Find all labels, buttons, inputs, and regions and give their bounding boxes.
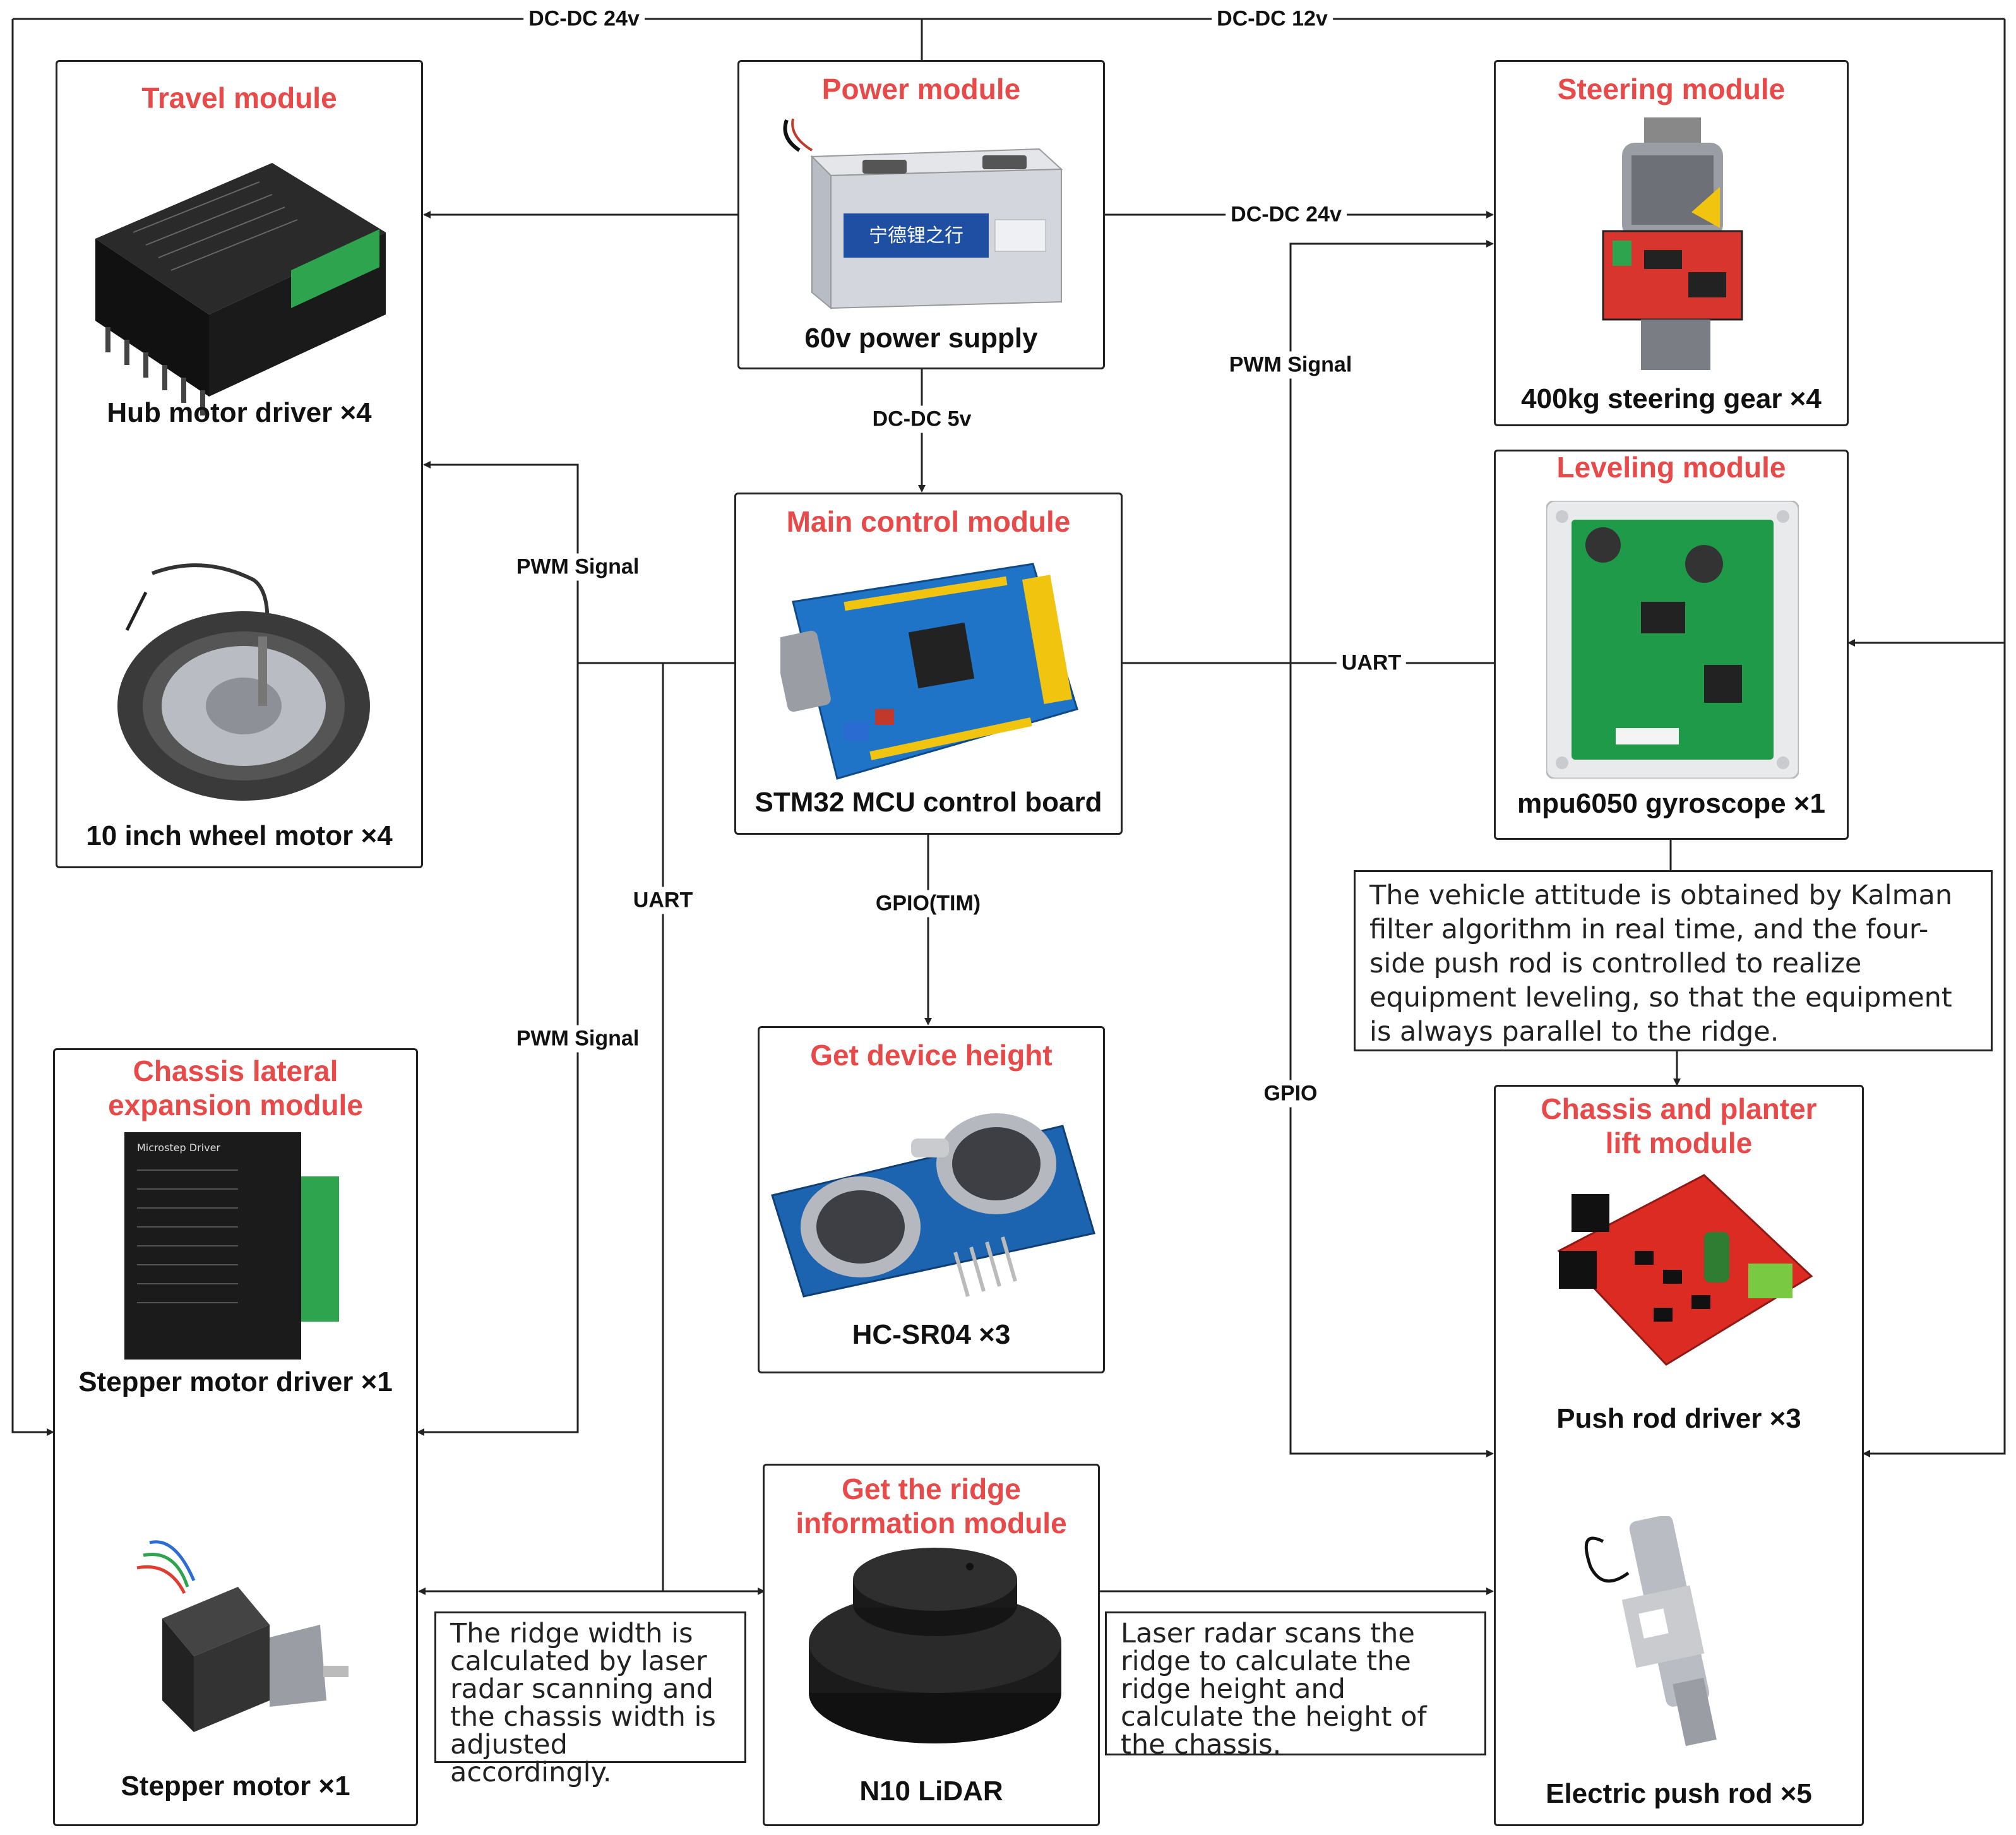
hc-sr04-illustration <box>771 1113 1095 1298</box>
power-module: Power module 宁德锂之行 60v power supply <box>737 60 1105 369</box>
label-pwm-travel: PWM Signal <box>511 553 645 581</box>
steering-module: Steering module 400kg steering gear ×4 <box>1494 60 1849 426</box>
push-rod-driver-caption: Push rod driver ×3 <box>1556 1403 1801 1434</box>
module-caption: N10 LiDAR <box>859 1776 1003 1807</box>
gyroscope-illustration <box>1546 501 1799 779</box>
module-title: Get device height <box>810 1039 1053 1072</box>
travel-module: Travel module Hub motor driver ×4 10 inc… <box>56 60 423 868</box>
label-dcdc5: DC-DC 5v <box>867 405 977 433</box>
module-title: Main control module <box>786 505 1071 538</box>
wire-pwm-stepper <box>417 663 579 1436</box>
module-title: Power module <box>821 73 1021 105</box>
module-caption: STM32 MCU control board <box>755 787 1102 818</box>
stepper-driver-caption: Stepper motor driver ×1 <box>78 1366 393 1397</box>
stepper-motor-illustration <box>136 1540 349 1732</box>
module-caption: 400kg steering gear ×4 <box>1521 383 1822 414</box>
wire-pwm-travel <box>423 461 579 663</box>
module-title: Chassis and planter lift module <box>1541 1092 1817 1159</box>
label-dcdc24-top: DC-DC 24v <box>523 5 645 33</box>
hub-motor-driver-illustration <box>95 163 386 415</box>
stepper-driver-illustration: Microstep Driver <box>124 1132 339 1360</box>
wire-pwm-steering <box>1289 240 1494 663</box>
module-title: Leveling module <box>1556 451 1786 484</box>
label-gpio-lift: GPIO <box>1258 1080 1323 1108</box>
lidar-illustration <box>809 1548 1061 1743</box>
label-dcdc24-steering: DC-DC 24v <box>1226 201 1347 229</box>
module-title: Get the ridge information module <box>796 1473 1067 1539</box>
module-caption: mpu6050 gyroscope ×1 <box>1517 788 1825 819</box>
wire-dcdc24-left <box>11 19 54 1436</box>
electric-push-rod-caption: Electric push rod ×5 <box>1546 1778 1812 1809</box>
stm32-board-illustration <box>780 563 1078 780</box>
steering-gear-illustration <box>1602 117 1743 370</box>
module-title: Chassis lateral expansion module <box>108 1055 363 1121</box>
kalman-note: The vehicle attitude is obtained by Kalm… <box>1354 870 1993 1051</box>
wheel-motor-caption: 10 inch wheel motor ×4 <box>86 820 393 851</box>
wire-gpio-lift <box>1289 663 1494 1457</box>
module-caption: 60v power supply <box>804 323 1038 354</box>
push-rod-driver-illustration <box>1557 1174 1813 1366</box>
ridge-info-module: Get the ridge information module N10 LiD… <box>763 1464 1100 1826</box>
wheel-motor-illustration <box>117 563 370 801</box>
label-pwm-steering: PWM Signal <box>1224 351 1357 379</box>
label-pwm-stepper: PWM Signal <box>511 1025 645 1053</box>
module-caption: HC-SR04 ×3 <box>852 1319 1011 1350</box>
wire-dcdc12-right <box>1863 19 2006 1457</box>
wire-power-top-bus <box>13 18 2005 60</box>
main-control-module: Main control module STM32 MCU control bo… <box>734 493 1123 835</box>
device-height-module: Get device height HC-SR04 ×3 <box>758 1026 1105 1373</box>
chassis-lateral-module: Chassis lateral expansion module Microst… <box>53 1048 418 1826</box>
label-dcdc12-top: DC-DC 12v <box>1212 5 1333 33</box>
stepper-motor-caption: Stepper motor ×1 <box>121 1771 350 1802</box>
battery-illustration: 宁德锂之行 <box>783 118 1063 310</box>
label-uart-lidar: UART <box>628 887 698 914</box>
label-uart-leveling: UART <box>1336 649 1407 677</box>
ridge-width-note: The ridge width is calculated by laser r… <box>434 1611 746 1786</box>
ridge-height-note: Laser radar scans the ridge to calculate… <box>1105 1611 1486 1759</box>
leveling-module: Leveling module mpu6050 gyroscope ×1 <box>1494 450 1849 840</box>
stepper-driver-label: Microstep Driver <box>137 1142 220 1154</box>
lift-module: Chassis and planter lift module Push rod… <box>1494 1085 1864 1826</box>
hub-motor-driver-caption: Hub motor driver ×4 <box>107 397 372 428</box>
electric-push-rod-illustration <box>1584 1516 1717 1747</box>
module-title: Travel module <box>141 81 337 114</box>
label-gpio-tim: GPIO(TIM) <box>870 890 986 918</box>
module-title: Steering module <box>1557 73 1786 105</box>
battery-brand-label: 宁德锂之行 <box>869 225 963 247</box>
